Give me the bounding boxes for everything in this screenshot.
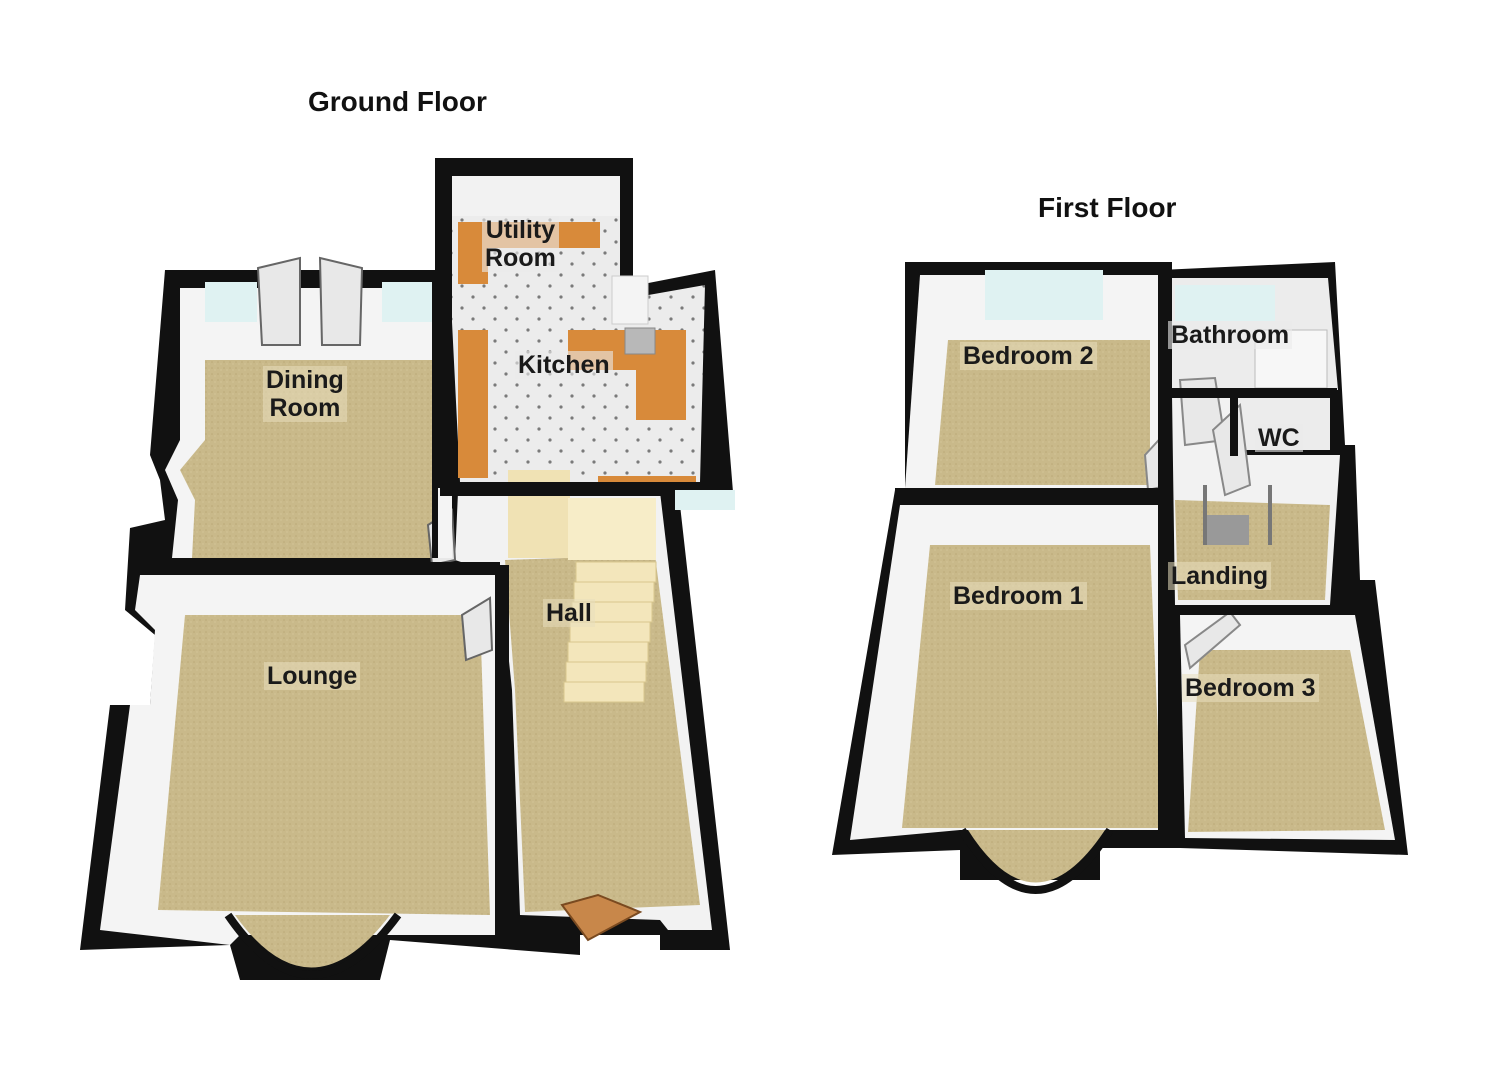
kitchen-label: Kitchen (515, 351, 613, 379)
lounge-label: Lounge (264, 662, 361, 690)
landing-label: Landing (1168, 562, 1272, 590)
wc-label: WC (1255, 424, 1303, 452)
bedroom-2-label: Bedroom 2 (960, 342, 1097, 370)
staircase (508, 498, 657, 703)
ground-floor-plan (80, 158, 735, 980)
bedroom-1-label: Bedroom 1 (950, 582, 1087, 610)
first-floor-plan (832, 262, 1408, 894)
utility-room-label: Utility Room (482, 216, 559, 272)
hall-label: Hall (543, 599, 595, 627)
bathroom-label: Bathroom (1168, 321, 1293, 349)
dining-room-label: Dining Room (263, 366, 347, 422)
first-floor-title: First Floor (1038, 192, 1177, 223)
ground-floor-title: Ground Floor (308, 86, 487, 117)
bedroom-3-label: Bedroom 3 (1182, 674, 1319, 702)
